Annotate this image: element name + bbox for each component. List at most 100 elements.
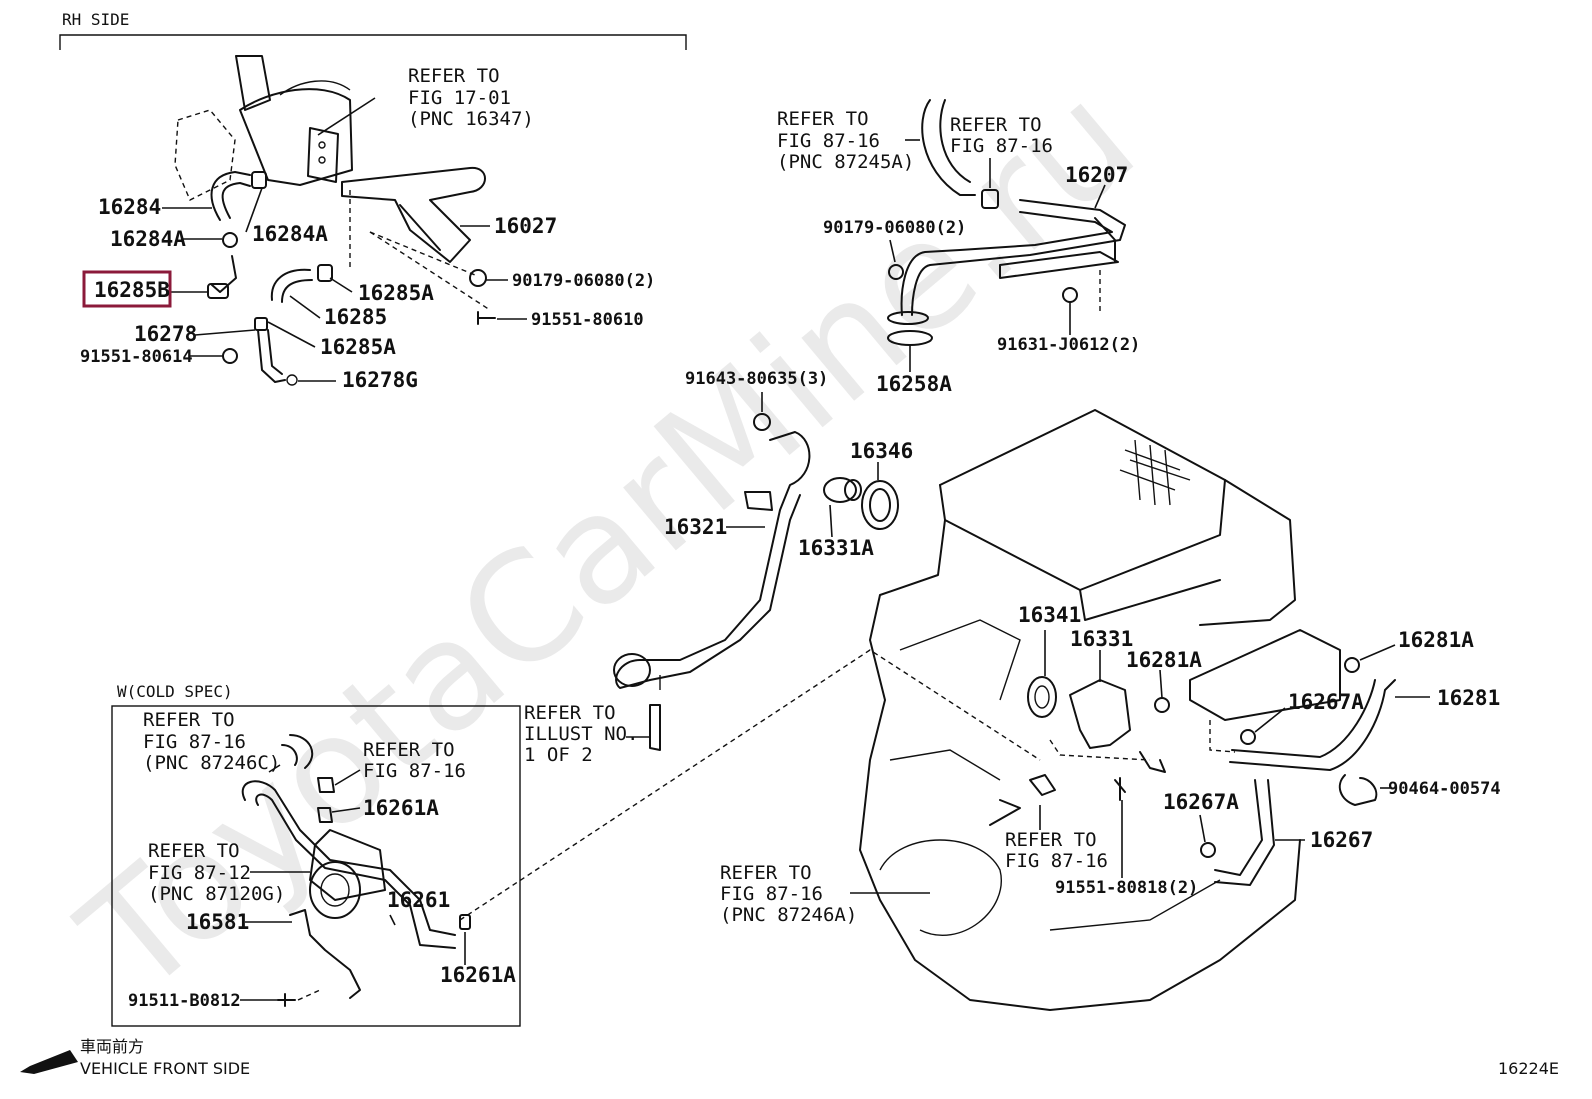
svg-text:FIG 87-16: FIG 87-16 [1005, 850, 1108, 872]
svg-text:1 OF 2: 1 OF 2 [524, 744, 593, 766]
clip-16284A-right [251, 171, 267, 189]
dashed-guide-5 [1049, 739, 1151, 761]
rh-engine-ghost [174, 55, 353, 201]
label-91551-80614: 91551-80614 [80, 347, 193, 367]
label-16281A-right: 16281A [1398, 628, 1474, 652]
cold-spec-box [111, 705, 521, 1027]
pipe-16027 [307, 127, 486, 263]
dashed-guide-2 [369, 231, 476, 276]
label-16331: 16331 [1070, 627, 1133, 651]
dashed-guide-3 [369, 231, 491, 311]
label-16285A-upper: 16285A [358, 281, 434, 305]
label-16258A: 16258A [876, 372, 952, 396]
svg-text:FIG 87-16: FIG 87-16 [720, 883, 823, 905]
svg-text:FIG 87-16: FIG 87-16 [777, 130, 880, 152]
hose-16285B [207, 255, 237, 299]
svg-text:ILLUST NO.: ILLUST NO. [524, 723, 638, 745]
svg-text:(PNC 87246A): (PNC 87246A) [720, 904, 857, 926]
hose-16267 [1214, 779, 1275, 886]
label-16285B[interactable]: 16285B [94, 278, 170, 302]
section-title-cold-spec: W(COLD SPEC) [117, 682, 233, 701]
label-16281A-mid: 16281A [1126, 648, 1202, 672]
svg-text:FIG 17-01: FIG 17-01 [408, 87, 511, 109]
label-16278G: 16278G [342, 368, 418, 392]
svg-text:REFER TO: REFER TO [524, 702, 616, 724]
label-16261A-lower: 16261A [440, 963, 516, 987]
housing-16331 [1027, 676, 1131, 749]
label-16261: 16261 [387, 888, 450, 912]
label-16284A-right: 16284A [252, 222, 328, 246]
label-16261A-upper: 16261A [363, 796, 439, 820]
highlight-box [82, 270, 172, 308]
svg-text:REFER TO: REFER TO [720, 862, 812, 884]
svg-text:REFER TO: REFER TO [777, 108, 869, 130]
clip-16284A-left [222, 232, 238, 248]
label-16027: 16027 [494, 214, 557, 238]
bolt-91551-80610 [477, 311, 496, 325]
label-91551-80610: 91551-80610 [531, 310, 644, 330]
hose-16284 [210, 171, 251, 221]
pipe-16207 [887, 99, 1126, 346]
label-16278: 16278 [134, 322, 197, 346]
direction-en: VEHICLE FRONT SIDE [80, 1059, 250, 1078]
label-16346: 16346 [850, 439, 913, 463]
clip-engine-left [1029, 774, 1056, 796]
ref-fig87-16-87246C: REFER TO FIG 87-16 (PNC 87246C) [143, 709, 280, 774]
label-16285: 16285 [324, 305, 387, 329]
rh-side-bracket [59, 34, 687, 50]
dashed-guide-8 [297, 989, 321, 1001]
svg-text:REFER TO: REFER TO [408, 65, 500, 87]
oil-cooler-16261 [241, 734, 471, 999]
clamp-90464-00574 [1338, 774, 1378, 806]
ref-fig87-16-cold: REFER TO FIG 87-16 [363, 739, 466, 782]
label-90179-06080-a: 90179-06080(2) [512, 271, 655, 291]
label-16284A-left: 16284A [110, 227, 186, 251]
label-90179-06080-b: 90179-06080(2) [823, 218, 966, 238]
clip-16267A-upper [1240, 729, 1256, 745]
label-16267A-upper: 16267A [1288, 690, 1364, 714]
nut-90179-a [469, 269, 487, 287]
label-91511-B0812: 91511-B0812 [128, 991, 241, 1011]
label-16284: 16284 [98, 195, 161, 219]
svg-text:REFER TO: REFER TO [148, 840, 240, 862]
label-16281: 16281 [1437, 686, 1500, 710]
ref-fig87-16-87246A: REFER TO FIG 87-16 (PNC 87246A) [720, 862, 857, 926]
ref-fig87-16-87245A: REFER TO FIG 87-16 (PNC 87245A) [777, 108, 914, 173]
label-16331A: 16331A [798, 536, 874, 560]
ref-illust: REFER TO ILLUST NO. 1 OF 2 [524, 702, 638, 766]
clip-16281A-mid [1154, 697, 1170, 713]
label-16341: 16341 [1018, 603, 1081, 627]
label-91551-80818: 91551-80818(2) [1055, 878, 1198, 898]
ref-fig87-16-top: REFER TO FIG 87-16 [950, 114, 1053, 157]
label-16207: 16207 [1065, 163, 1128, 187]
svg-text:(PNC 16347): (PNC 16347) [408, 108, 534, 130]
svg-text:REFER TO: REFER TO [143, 709, 235, 731]
ref-fig87-12: REFER TO FIG 87-12 (PNC 87120G) [148, 840, 285, 905]
svg-text:REFER TO: REFER TO [1005, 829, 1097, 851]
svg-text:REFER TO: REFER TO [950, 114, 1042, 136]
pipe-16321 [613, 413, 811, 690]
hose-end-engine [1139, 751, 1166, 773]
svg-text:FIG 87-12: FIG 87-12 [148, 862, 251, 884]
section-title-rh-side: RH SIDE [62, 10, 129, 29]
dashed-guide-7 [459, 649, 1041, 921]
clip-16267A-lower [1200, 842, 1216, 858]
hose-end-87246A [989, 799, 1021, 826]
svg-text:REFER TO: REFER TO [363, 739, 455, 761]
label-91631-J0612: 91631-J0612(2) [997, 335, 1140, 355]
clip-16281A-right [1344, 657, 1360, 673]
gasket-16346 [861, 480, 899, 530]
label-16285A-lower: 16285A [320, 335, 396, 359]
bolt-91511-B0812 [277, 993, 296, 1007]
hose-16278 [222, 317, 298, 386]
direction-jp: 車両前方 [80, 1037, 144, 1056]
svg-text:FIG 87-16: FIG 87-16 [950, 135, 1053, 157]
label-91643-80635: 91643-80635(3) [685, 369, 828, 389]
label-16267: 16267 [1310, 828, 1373, 852]
hose-end-illust [649, 704, 661, 751]
svg-text:FIG 87-16: FIG 87-16 [363, 760, 466, 782]
ref-fig87-16-engine: REFER TO FIG 87-16 [1005, 829, 1108, 872]
label-16267A-lower: 16267A [1163, 790, 1239, 814]
label-16321: 16321 [664, 515, 727, 539]
